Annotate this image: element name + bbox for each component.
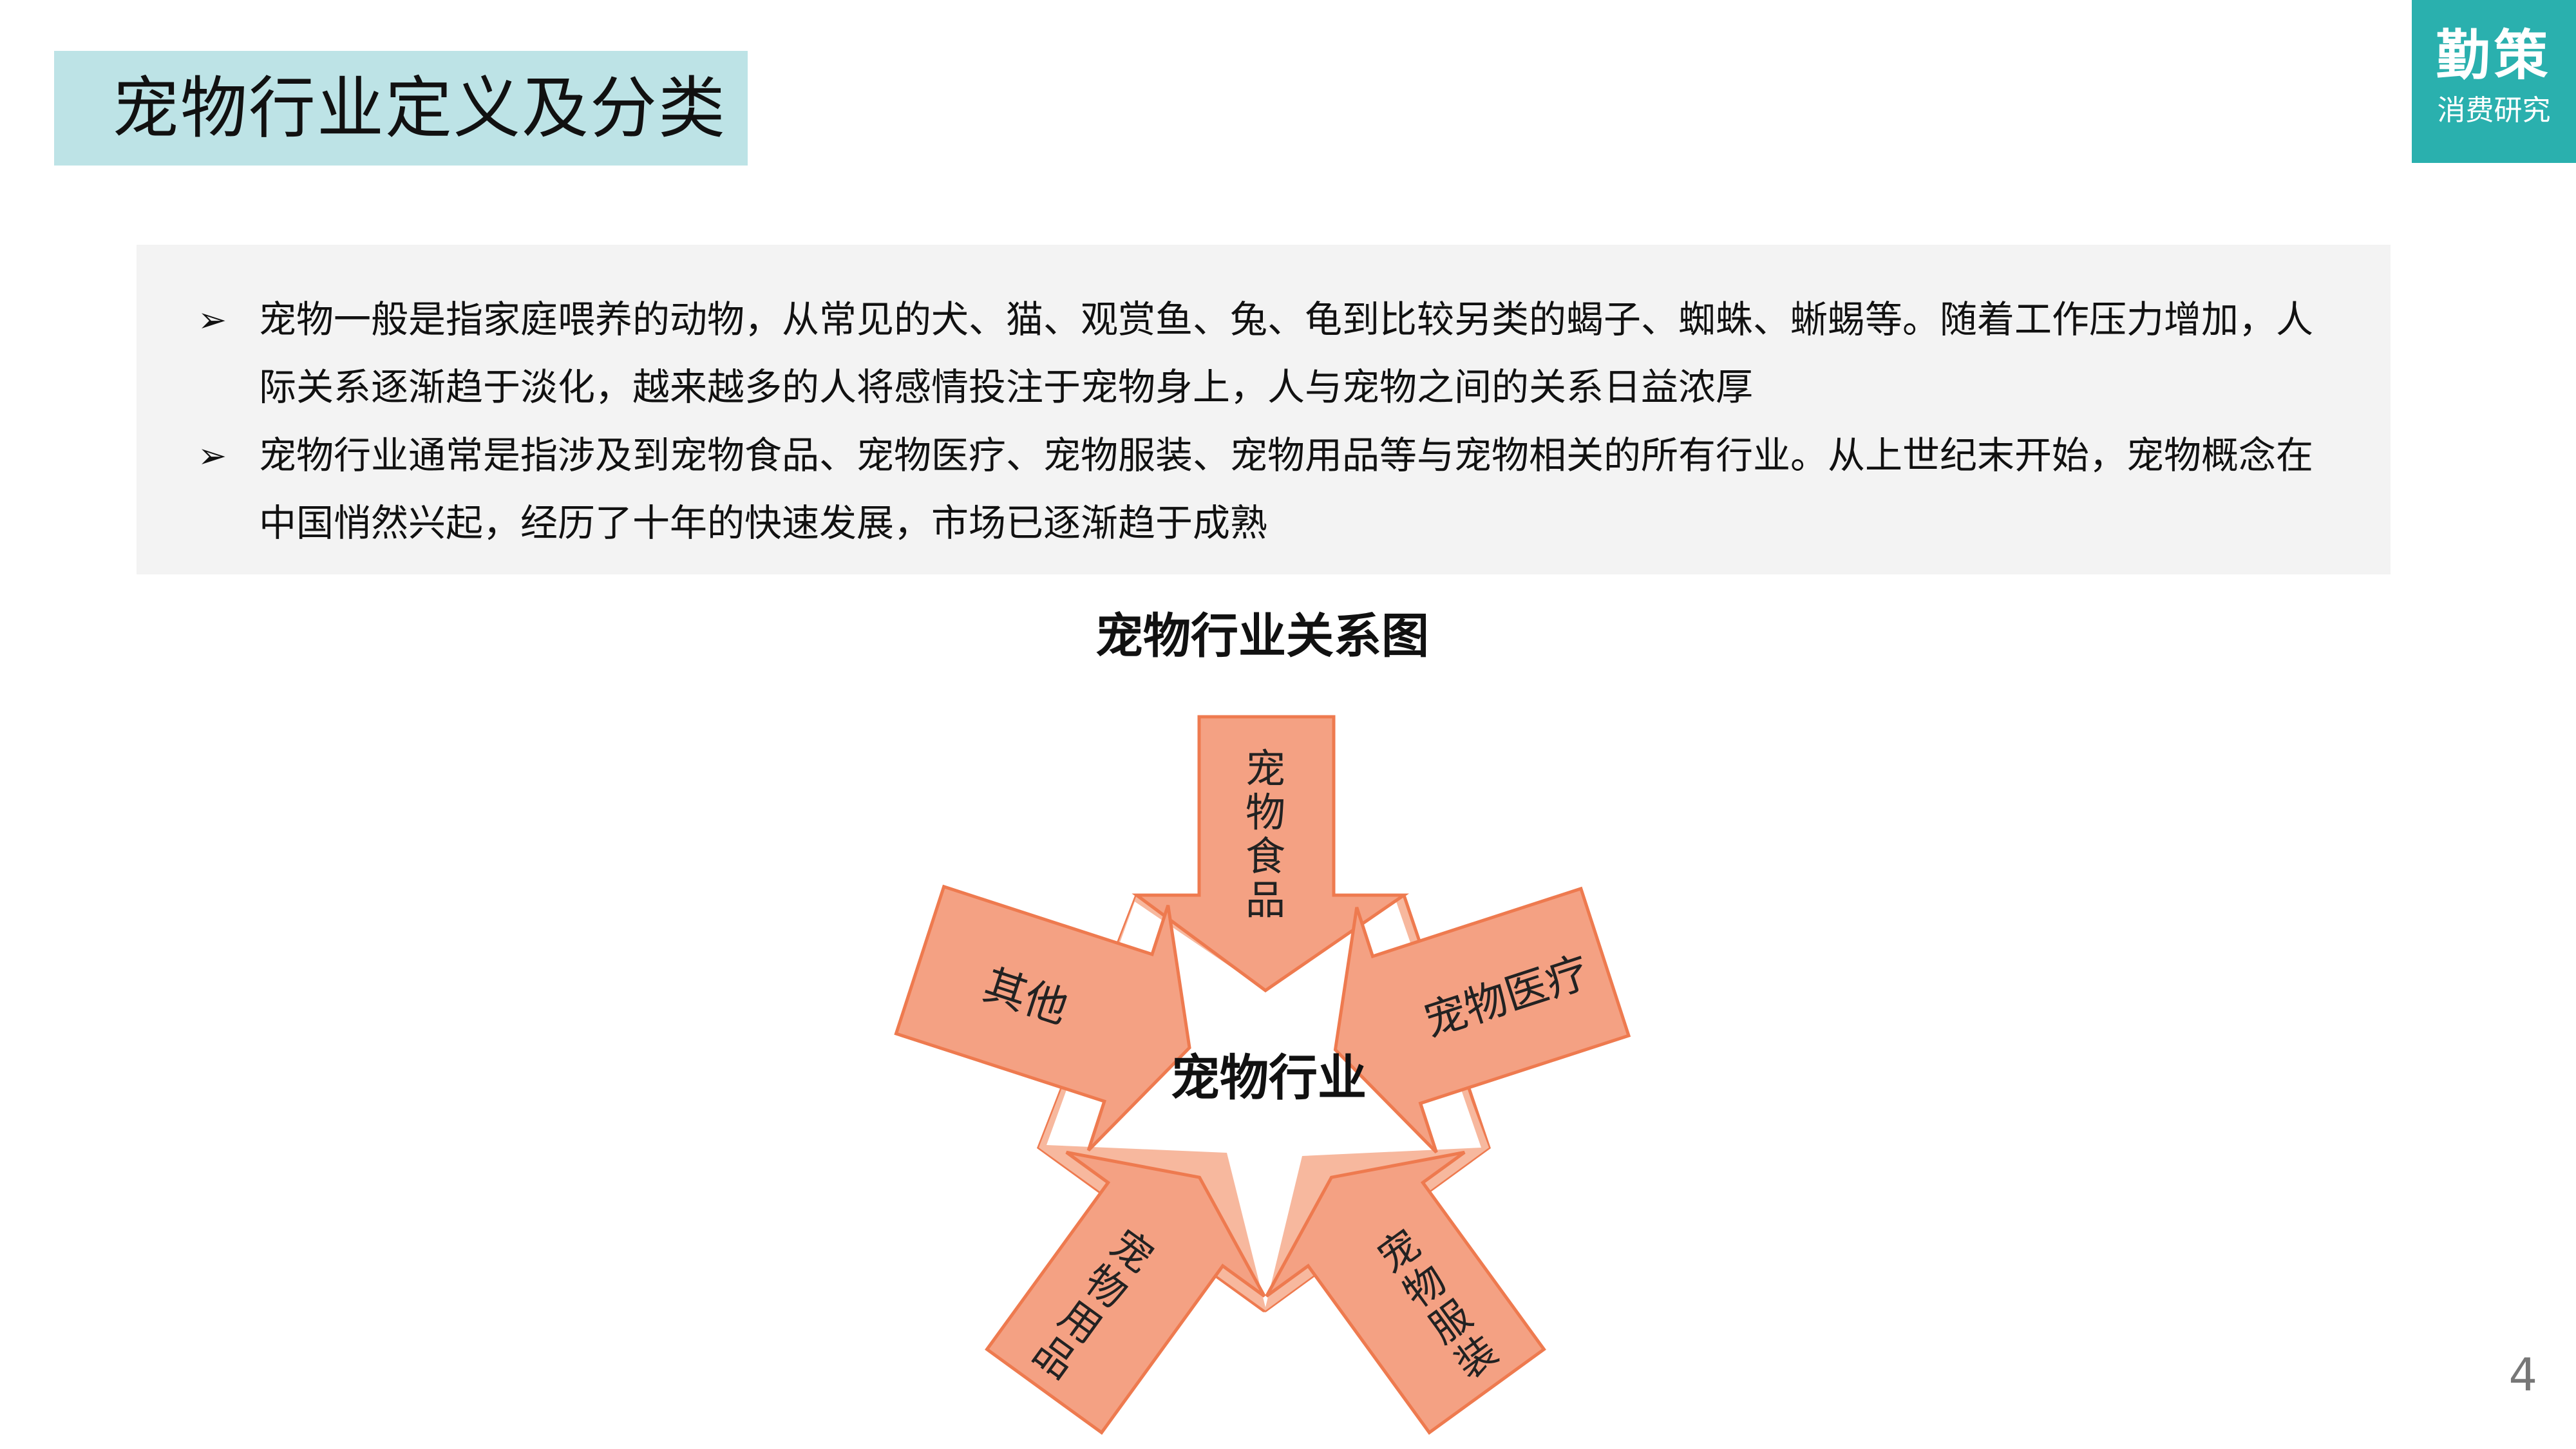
bullet-text: 宠物行业通常是指涉及到宠物食品、宠物医疗、宠物服装、宠物用品等与宠物相关的所有行… (259, 433, 2314, 545)
label-pet-food: 宠物食品 (1245, 745, 1285, 923)
label-char: 物 (1245, 789, 1285, 836)
label-char: 品 (1245, 876, 1285, 923)
arrow-pet-supplies (985, 1150, 1266, 1435)
diagram-title: 宠物行业关系图 (1095, 609, 1429, 664)
arrow-pet-medical (1333, 886, 1631, 1154)
page-title: 宠物行业定义及分类 (112, 69, 727, 147)
arrow-other (894, 884, 1191, 1151)
label-char: 宠 (1245, 745, 1285, 792)
page-number: 4 (2508, 1349, 2537, 1401)
arrow-pet-food (1132, 715, 1410, 993)
arrow-pet-clothing (1265, 1150, 1546, 1435)
bullet-arrow-icon: ➢ (198, 299, 227, 340)
title-banner: 宠物行业定义及分类 (54, 51, 748, 166)
label-char: 食 (1245, 833, 1285, 880)
logo-sub-text: 消费研究 (2437, 94, 2551, 127)
label-center: 宠物行业 (1171, 1049, 1367, 1106)
bullet-arrow-icon: ➢ (198, 435, 227, 476)
bullet-text: 宠物一般是指家庭喂养的动物，从常见的犬、猫、观赏鱼、兔、龟到比较另类的蝎子、蜘蛛… (259, 298, 2314, 409)
intro-box: ➢ 宠物一般是指家庭喂养的动物，从常见的犬、猫、观赏鱼、兔、龟到比较另类的蝎子、… (137, 245, 2391, 574)
logo-main-text: 勤策 (2436, 23, 2552, 87)
brand-logo: 勤策 消费研究 (2412, 0, 2576, 163)
